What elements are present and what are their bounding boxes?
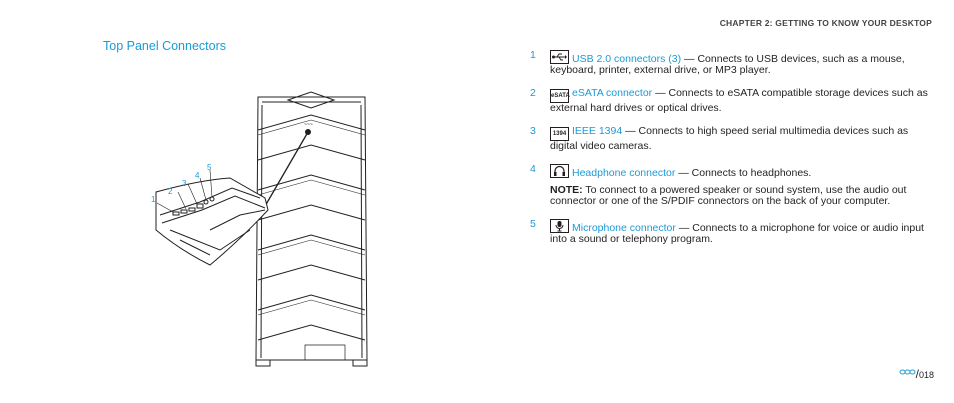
microphone-term: Microphone connector [572,222,676,234]
headphone-icon [550,164,569,178]
note-text: To connect to a powered speaker or sound… [550,184,907,207]
chapter-header: CHAPTER 2: GETTING TO KNOW YOUR DESKTOP [719,18,932,28]
usb-term: USB 2.0 connectors (3) [572,53,682,65]
callout-1: 1 [151,195,156,204]
callout-3: 3 [182,179,187,188]
item-number: 5 [530,218,536,230]
page-slash: / [915,367,919,381]
page-number: /018 [899,367,934,381]
callout-2: 2 [168,187,173,196]
item-number: 1 [530,49,536,61]
item-number: 3 [530,125,536,137]
callout-5: 5 [207,163,212,172]
usb-desc: — Connects to USB devices, such as a mou… [550,53,905,76]
alienware-logo-icon [899,367,916,375]
esata-desc: — Connects to eSATA compatible storage d… [550,87,928,114]
esata-term: eSATA connector [572,87,653,99]
headphone-term: Headphone connector [572,167,676,179]
ieee1394-icon: 1394 [550,127,569,141]
usb-icon [550,50,569,64]
list-item: 4 Headphone connector — Connects to head… [530,164,930,207]
note-label: NOTE: [550,184,583,196]
desktop-tower-illustration: ~~~ 1 2 3 4 5 [151,91,368,367]
item-number: 4 [530,163,536,175]
ieee1394-desc: — Connects to high speed serial multimed… [550,125,909,152]
page-num-value: 018 [918,370,934,380]
list-item: 1 USB 2.0 connectors (3) — Connects to U… [530,50,930,76]
microphone-desc: — Connects to a microphone for voice or … [550,222,924,245]
microphone-icon [550,219,569,233]
esata-icon: eSATA [550,89,570,103]
connector-list: 1 USB 2.0 connectors (3) — Connects to U… [530,50,930,257]
section-title: Top Panel Connectors [103,39,226,53]
callout-4: 4 [195,171,200,180]
headphone-desc: — Connects to headphones. [675,167,812,179]
ieee1394-term: IEEE 1394 [572,125,623,137]
item-number: 2 [530,87,536,99]
svg-text:~~~: ~~~ [304,122,313,128]
list-item: 5 Microphone connector — Connects to a m… [530,219,930,245]
note: NOTE: To connect to a powered speaker or… [550,185,930,207]
